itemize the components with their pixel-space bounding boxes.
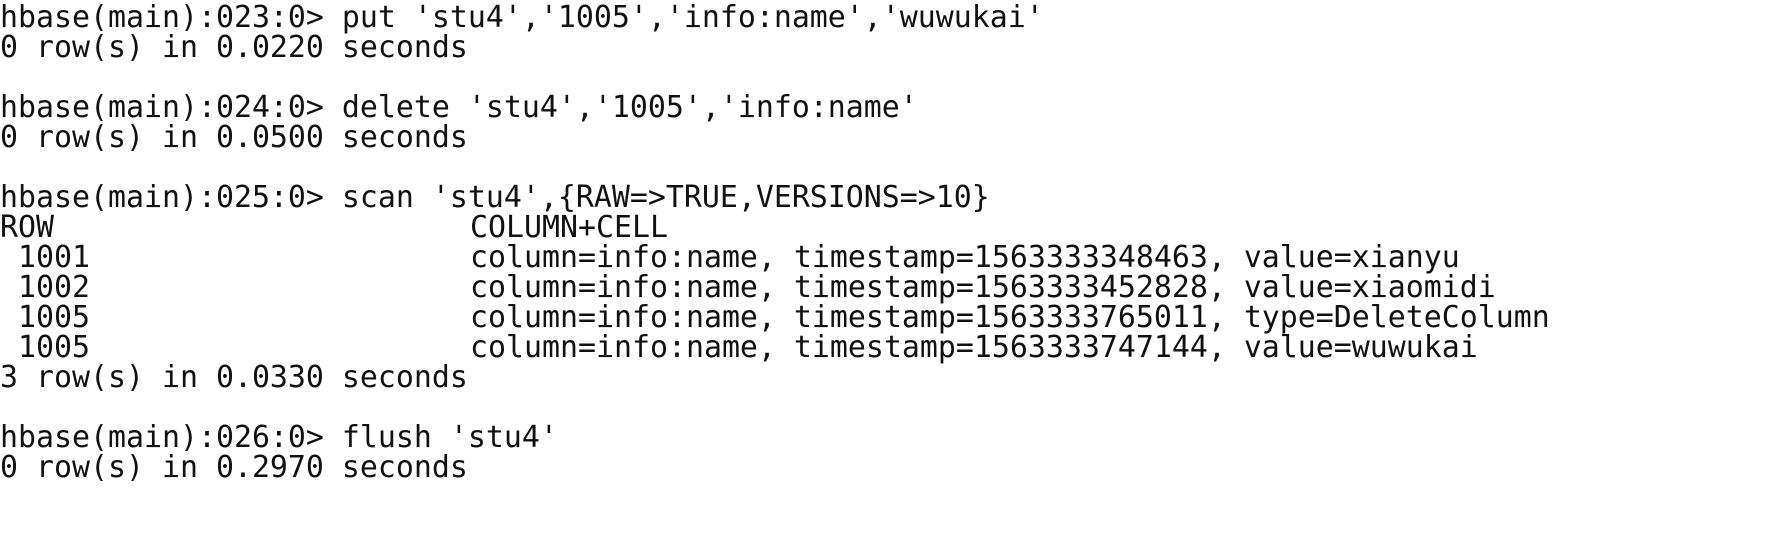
command-line: hbase(main):025:0> scan 'stu4',{RAW=>TRU… — [0, 183, 1550, 213]
command: flush 'stu4' — [341, 420, 558, 455]
row-cell: column=info:name, timestamp=156333345282… — [470, 270, 1496, 305]
command-line: hbase(main):024:0> delete 'stu4','1005',… — [0, 93, 1550, 123]
result-line: 0 row(s) in 0.0220 seconds — [0, 30, 468, 65]
terminal-output[interactable]: hbase(main):023:0> put 'stu4','1005','in… — [0, 3, 1550, 483]
command-line: hbase(main):026:0> flush 'stu4' — [0, 423, 1550, 453]
row-key: 1002 — [0, 270, 90, 305]
row-cell: column=info:name, timestamp=156333376501… — [470, 300, 1550, 335]
scan-row: 1001 column=info:name, timestamp=15633333… — [0, 243, 1550, 273]
prompt: hbase(main):025:0> — [0, 180, 342, 215]
result-line: 0 row(s) in 0.0500 seconds — [0, 120, 468, 155]
command: put 'stu4','1005','info:name','wuwukai' — [341, 0, 1044, 35]
result-line: 0 row(s) in 0.2970 seconds — [0, 450, 468, 485]
scan-row: 1005 column=info:name, timestamp=15633337… — [0, 303, 1550, 333]
command: delete 'stu4','1005','info:name' — [341, 90, 918, 125]
command: scan 'stu4',{RAW=>TRUE,VERSIONS=>10} — [341, 180, 990, 215]
row-cell: column=info:name, timestamp=156333334846… — [470, 240, 1460, 275]
scan-row: 1005 column=info:name, timestamp=15633337… — [0, 333, 1550, 363]
header-row: ROW — [0, 210, 54, 245]
prompt: hbase(main):024:0> — [0, 90, 342, 125]
row-key: 1005 — [0, 300, 90, 335]
result-line: 3 row(s) in 0.0330 seconds — [0, 360, 468, 395]
row-cell: column=info:name, timestamp=156333374714… — [470, 330, 1478, 365]
scan-row: 1002 column=info:name, timestamp=15633334… — [0, 273, 1550, 303]
prompt: hbase(main):026:0> — [0, 420, 342, 455]
prompt: hbase(main):023:0> — [0, 0, 342, 35]
scan-header: ROW COLUMN+CELL — [0, 213, 1550, 243]
command-line: hbase(main):023:0> put 'stu4','1005','in… — [0, 3, 1550, 33]
header-column-cell: COLUMN+CELL — [470, 210, 668, 245]
row-key: 1001 — [0, 240, 90, 275]
row-key: 1005 — [0, 330, 90, 365]
